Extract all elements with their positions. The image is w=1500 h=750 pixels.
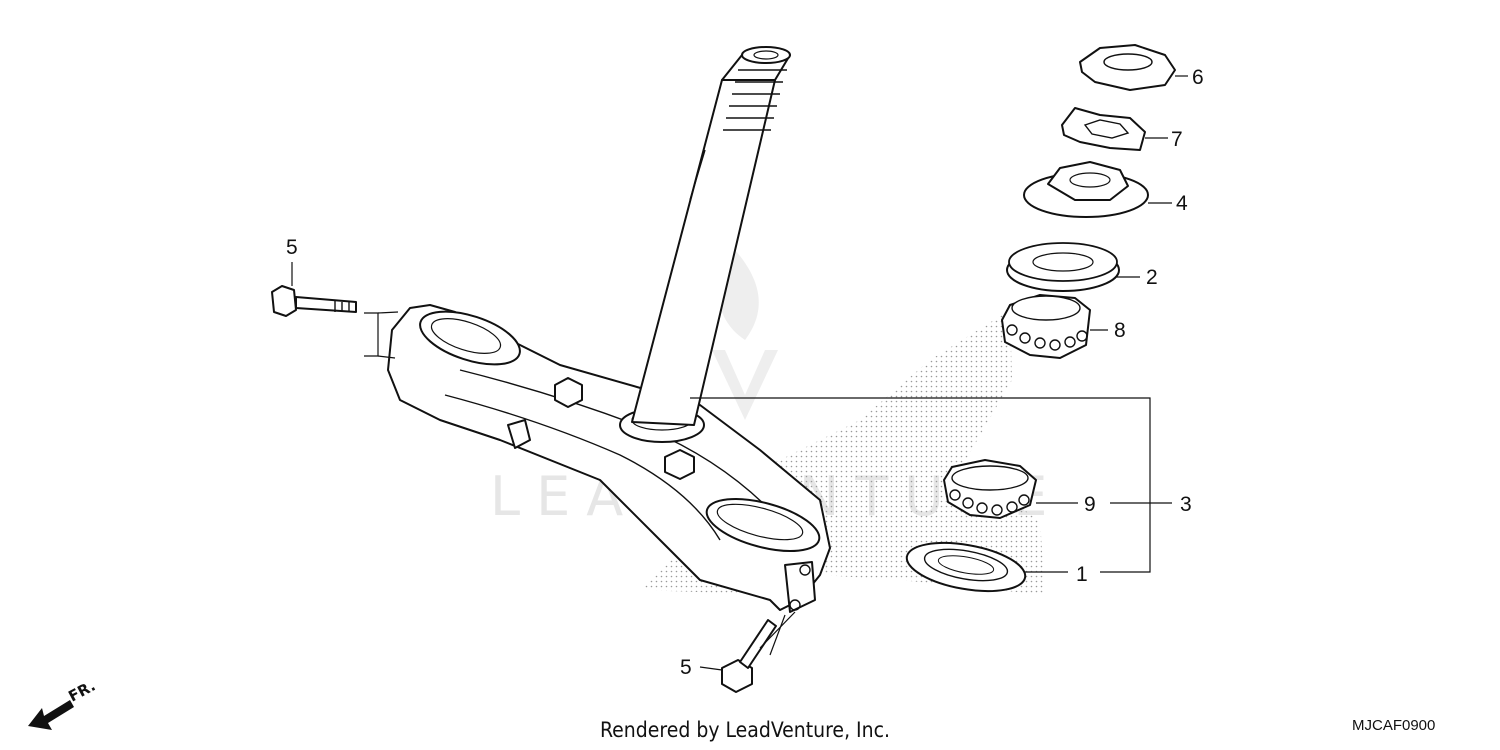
upper-bearing-race bbox=[1006, 242, 1140, 292]
callout-3: 3 bbox=[1180, 493, 1192, 516]
callout-6: 6 bbox=[1192, 66, 1204, 89]
front-direction-indicator: FR. bbox=[28, 677, 98, 730]
flange-bolt-top bbox=[271, 262, 399, 359]
callout-7: 7 bbox=[1171, 128, 1183, 151]
assembly-bracket-3 bbox=[690, 397, 1151, 573]
stem-nut bbox=[1079, 44, 1188, 91]
lower-bearing-race bbox=[905, 541, 1068, 593]
callout-5-bottom: 5 bbox=[680, 656, 692, 679]
flange-bolt-bottom bbox=[699, 611, 796, 693]
steering-stem bbox=[387, 46, 831, 613]
callout-5-top: 5 bbox=[286, 236, 298, 259]
callout-2: 2 bbox=[1146, 266, 1158, 289]
diagram-code: MJCAF0900 bbox=[1352, 717, 1436, 734]
arrow-icon bbox=[28, 700, 74, 730]
callout-8: 8 bbox=[1114, 319, 1126, 342]
callout-9: 9 bbox=[1084, 493, 1096, 516]
lock-washer bbox=[1061, 107, 1168, 151]
callout-4: 4 bbox=[1176, 192, 1188, 215]
lower-steering-bearing bbox=[943, 459, 1078, 519]
adjusting-nut bbox=[1023, 161, 1172, 218]
callout-1: 1 bbox=[1076, 563, 1088, 586]
render-credit: Rendered by LeadVenture, Inc. bbox=[600, 718, 890, 742]
upper-steering-bearing bbox=[1001, 294, 1108, 359]
callouts: 6 7 4 2 8 3 9 1 5 5 bbox=[286, 66, 1204, 679]
